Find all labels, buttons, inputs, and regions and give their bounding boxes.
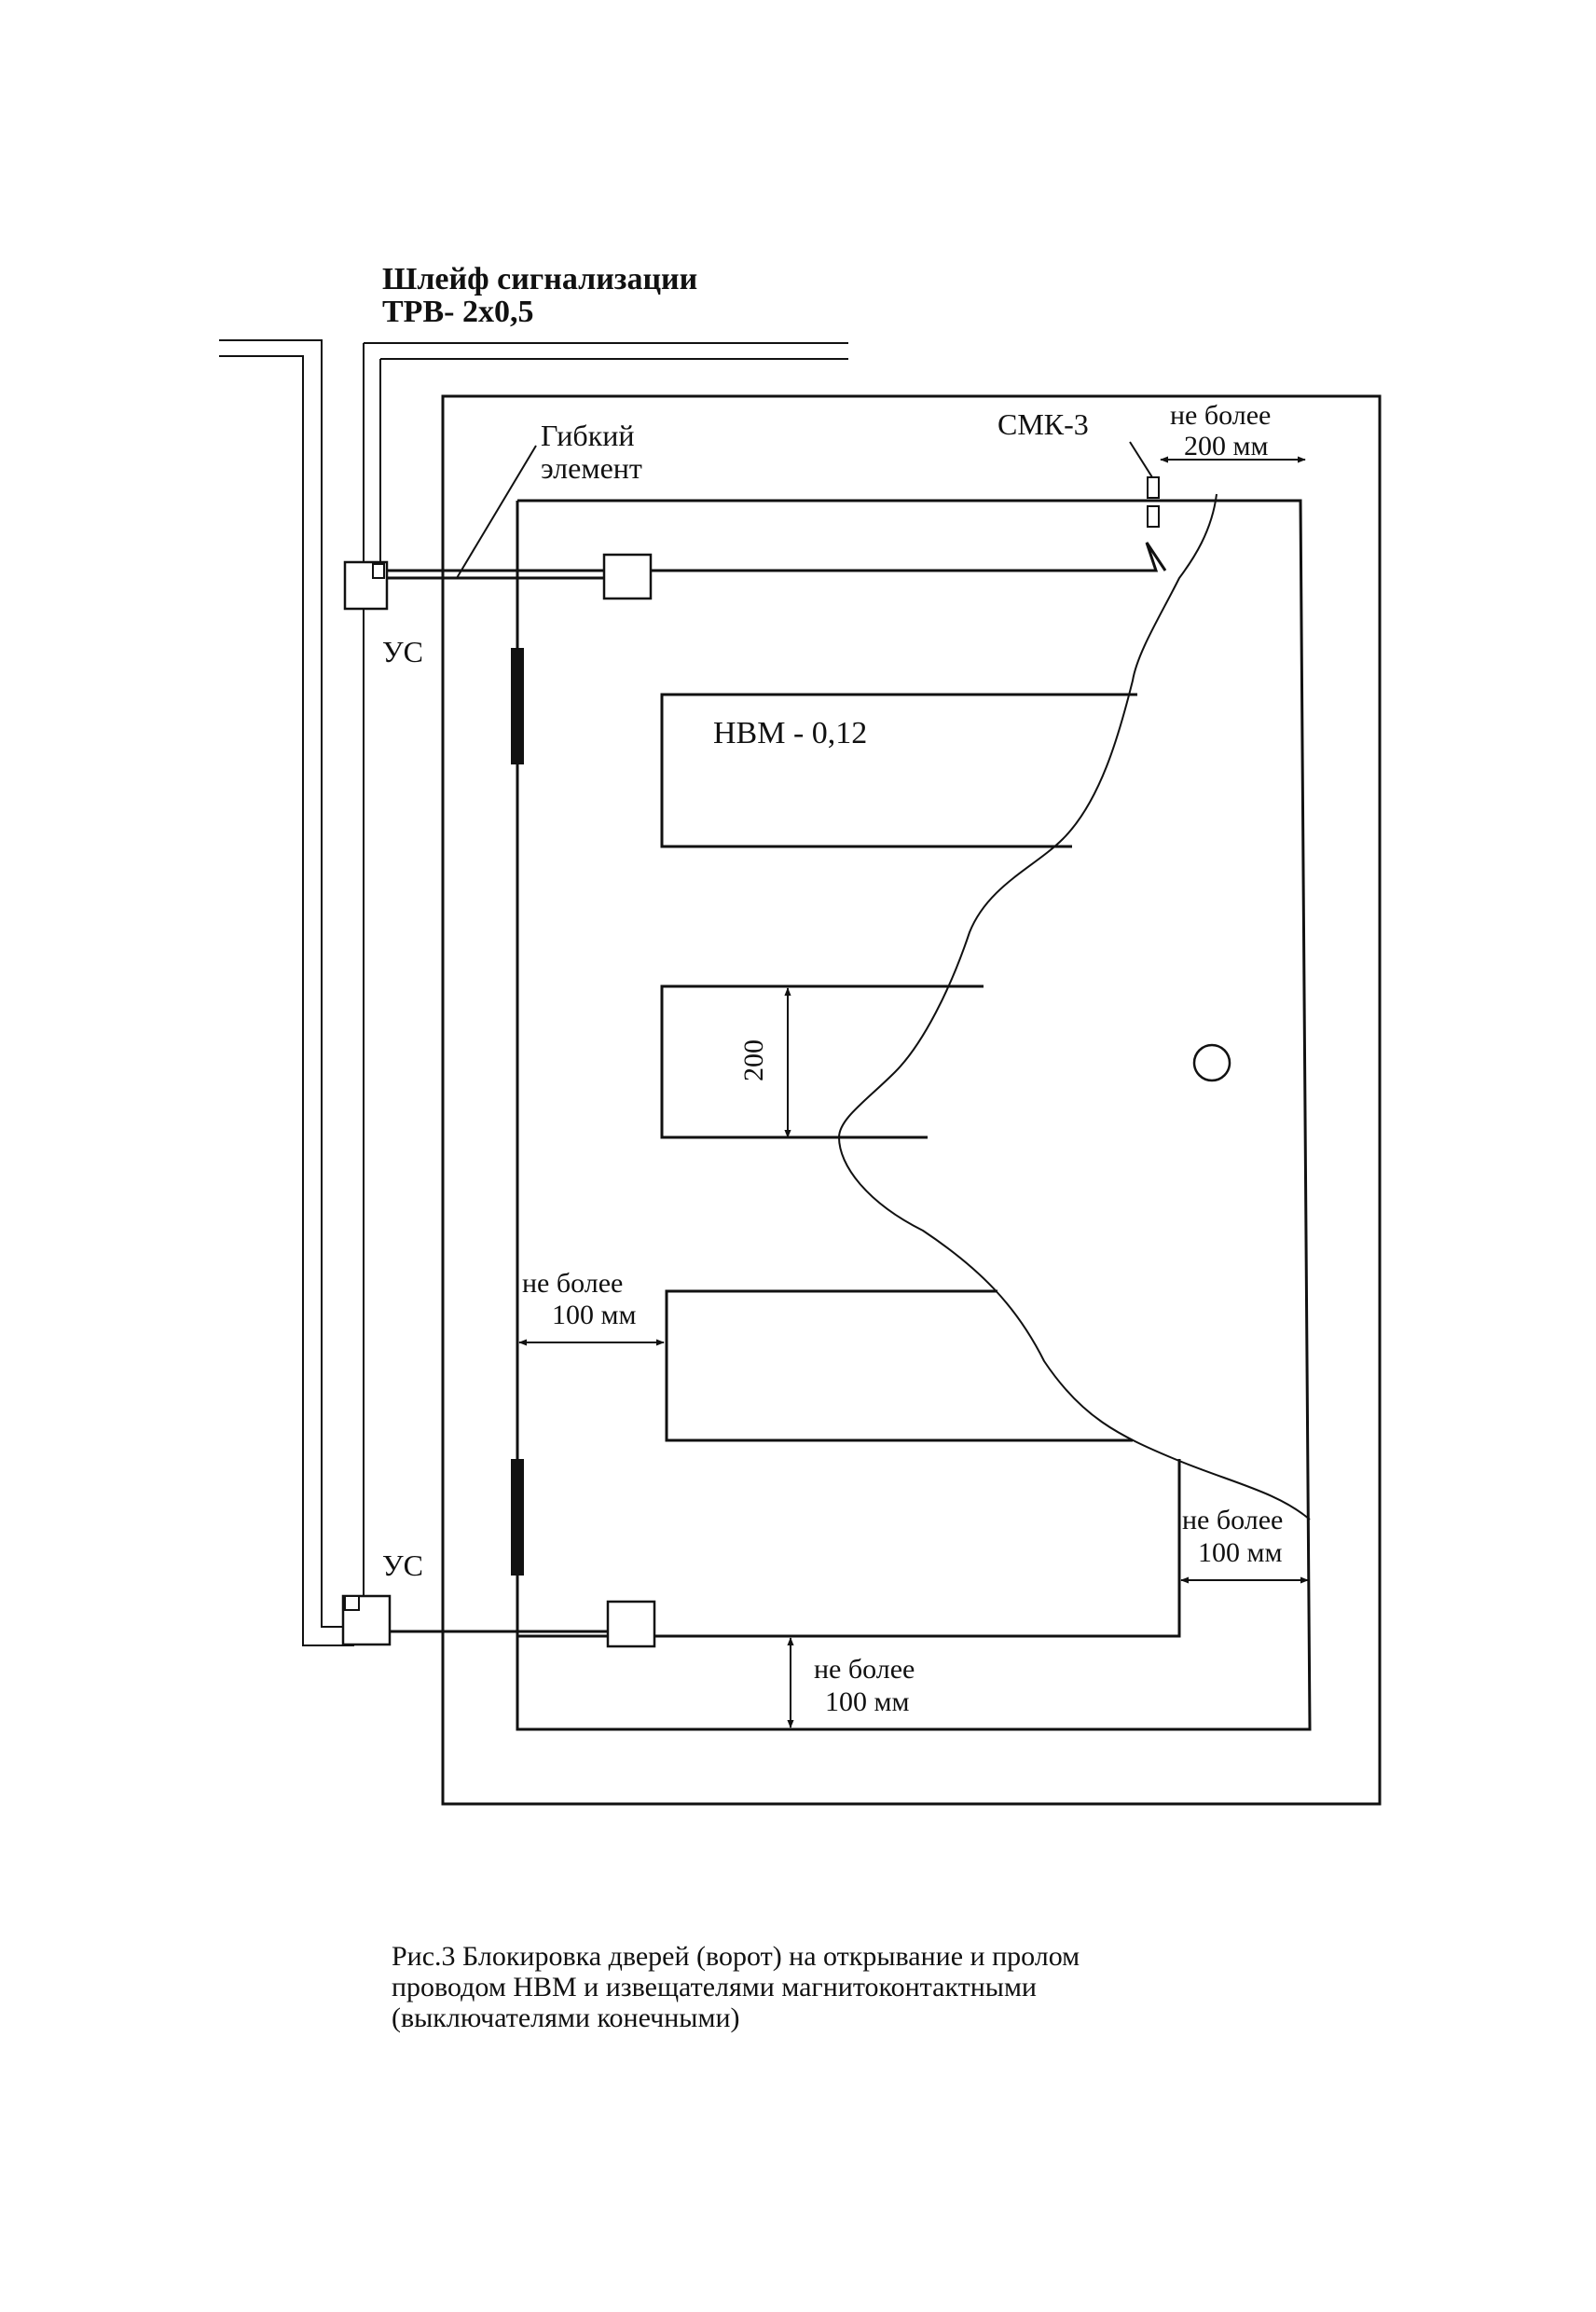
- caption-line-3: (выключателями конечными): [392, 2002, 740, 2033]
- flex-element-box-top: [602, 553, 653, 600]
- flex-element-label-2: элемент: [541, 451, 642, 485]
- us-box-top-terminal: [372, 563, 385, 579]
- flex-element-label-1: Гибкий: [541, 419, 634, 452]
- header-line-1: Шлейф сигнализации: [382, 262, 697, 296]
- bottom-limit-label-2: 100 мм: [825, 1686, 909, 1717]
- smk-sensor-door: [1147, 505, 1160, 528]
- signal-loop-cable: [219, 339, 848, 1646]
- door-leaf-outline: [516, 499, 1312, 1731]
- us-box-bottom-terminal: [344, 1595, 360, 1611]
- top-limit-label-1: не более: [1170, 400, 1271, 431]
- smk-leader: [1129, 441, 1153, 478]
- hinge-bottom: [511, 1459, 524, 1576]
- dim-200-label: 200: [738, 1039, 769, 1081]
- us-box-bottom: [341, 1594, 392, 1646]
- nvm-wire-loop: [364, 542, 1181, 1638]
- cutaway-edge: [837, 493, 1311, 1521]
- us-label-top: УС: [382, 635, 423, 668]
- smk-label: СМК-3: [998, 407, 1089, 441]
- nvm-label: НВМ - 0,12: [713, 716, 867, 750]
- hinge-top: [511, 648, 524, 764]
- flex-element-box-bottom: [606, 1600, 656, 1648]
- left-limit-label-2: 100 мм: [552, 1300, 636, 1330]
- right-limit-label-2: 100 мм: [1198, 1537, 1282, 1568]
- top-limit-label-2: 200 мм: [1184, 431, 1268, 461]
- header-line-2: ТРВ- 2х0,5: [382, 295, 533, 329]
- caption-line-2: проводом НВМ и извещателями магнитоконта…: [392, 1972, 1037, 2002]
- right-limit-label-1: не более: [1182, 1505, 1283, 1535]
- smk-sensor-frame: [1147, 476, 1160, 499]
- left-limit-label-1: не более: [522, 1268, 623, 1299]
- flex-element-leader: [456, 445, 537, 579]
- bottom-limit-label-1: не более: [814, 1654, 915, 1685]
- figure-caption: Рис.3 Блокировка дверей (ворот) на откры…: [392, 1941, 1324, 2033]
- us-label-bottom: УС: [382, 1548, 423, 1582]
- door-handle: [1192, 1043, 1231, 1082]
- door-frame-outer: [441, 394, 1382, 1806]
- flex-element-wires: [387, 576, 608, 1633]
- caption-line-1: Рис.3 Блокировка дверей (ворот) на откры…: [392, 1941, 1080, 1972]
